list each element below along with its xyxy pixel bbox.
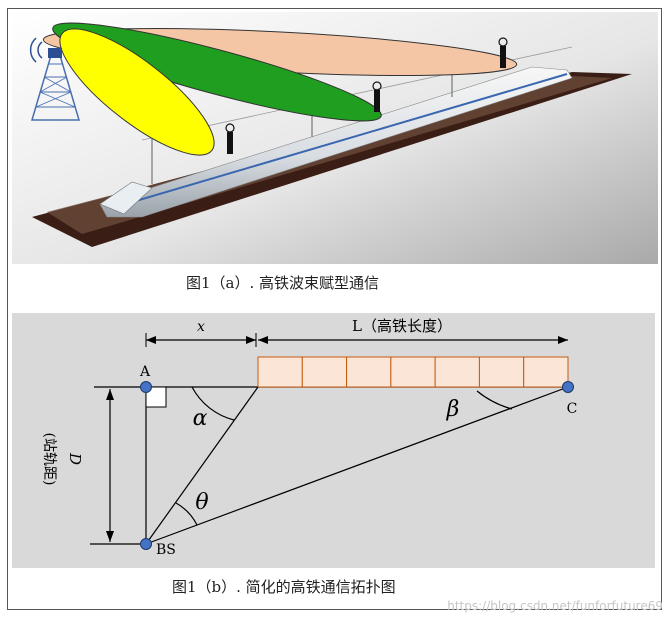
train-car xyxy=(257,356,303,388)
D-dimension-arrow xyxy=(106,389,114,542)
D-label: D xyxy=(66,452,84,465)
diagram-background xyxy=(12,313,655,568)
theta-label: θ xyxy=(195,490,208,515)
point-BS xyxy=(140,538,152,550)
label-BS: BS xyxy=(156,542,176,558)
point-C xyxy=(562,381,574,393)
antenna-icon xyxy=(372,81,382,112)
train-car xyxy=(523,356,569,388)
antenna-icon xyxy=(225,123,235,154)
caption-b: 图1（b）. 简化的高铁通信拓扑图 xyxy=(172,578,396,596)
train-beamforming-illustration xyxy=(12,12,658,264)
point-A xyxy=(140,381,152,393)
label-A: A xyxy=(139,364,151,380)
label-C: C xyxy=(567,401,578,417)
beam-green xyxy=(52,22,382,122)
L-label: L（高铁长度） xyxy=(352,317,452,335)
train-car xyxy=(390,356,436,388)
right-angle-marker xyxy=(145,386,167,408)
alpha-label: α xyxy=(193,406,208,431)
train-car xyxy=(301,356,348,388)
L-dimension-arrow xyxy=(258,336,568,344)
theta-arc xyxy=(175,502,198,526)
beam-yellow xyxy=(59,28,215,156)
base-station-tower-icon xyxy=(29,37,81,121)
beta-arc xyxy=(476,390,513,410)
alpha-arc xyxy=(191,386,235,421)
antenna-icon xyxy=(498,37,508,68)
train-stripe xyxy=(111,73,568,209)
caption-a: 图1（a）. 高铁波束赋型通信 xyxy=(186,274,380,292)
topology-diagram: x L（高铁长度） D (站轨距) α β θ A C BS xyxy=(12,313,655,568)
train-nose xyxy=(99,181,153,215)
beta-label: β xyxy=(446,397,460,422)
x-dimension-arrow xyxy=(145,333,257,347)
line-bs-to-train-start xyxy=(145,386,259,545)
train-car xyxy=(478,356,525,388)
train-cars xyxy=(257,356,569,388)
watermark: https://blog.csdn.net/funforfuture69 xyxy=(447,599,663,613)
train-car xyxy=(346,356,392,388)
line-bs-to-C xyxy=(145,386,569,545)
x-label: x xyxy=(197,319,205,335)
train-car xyxy=(434,356,480,388)
D-description: (站轨距) xyxy=(41,433,57,486)
